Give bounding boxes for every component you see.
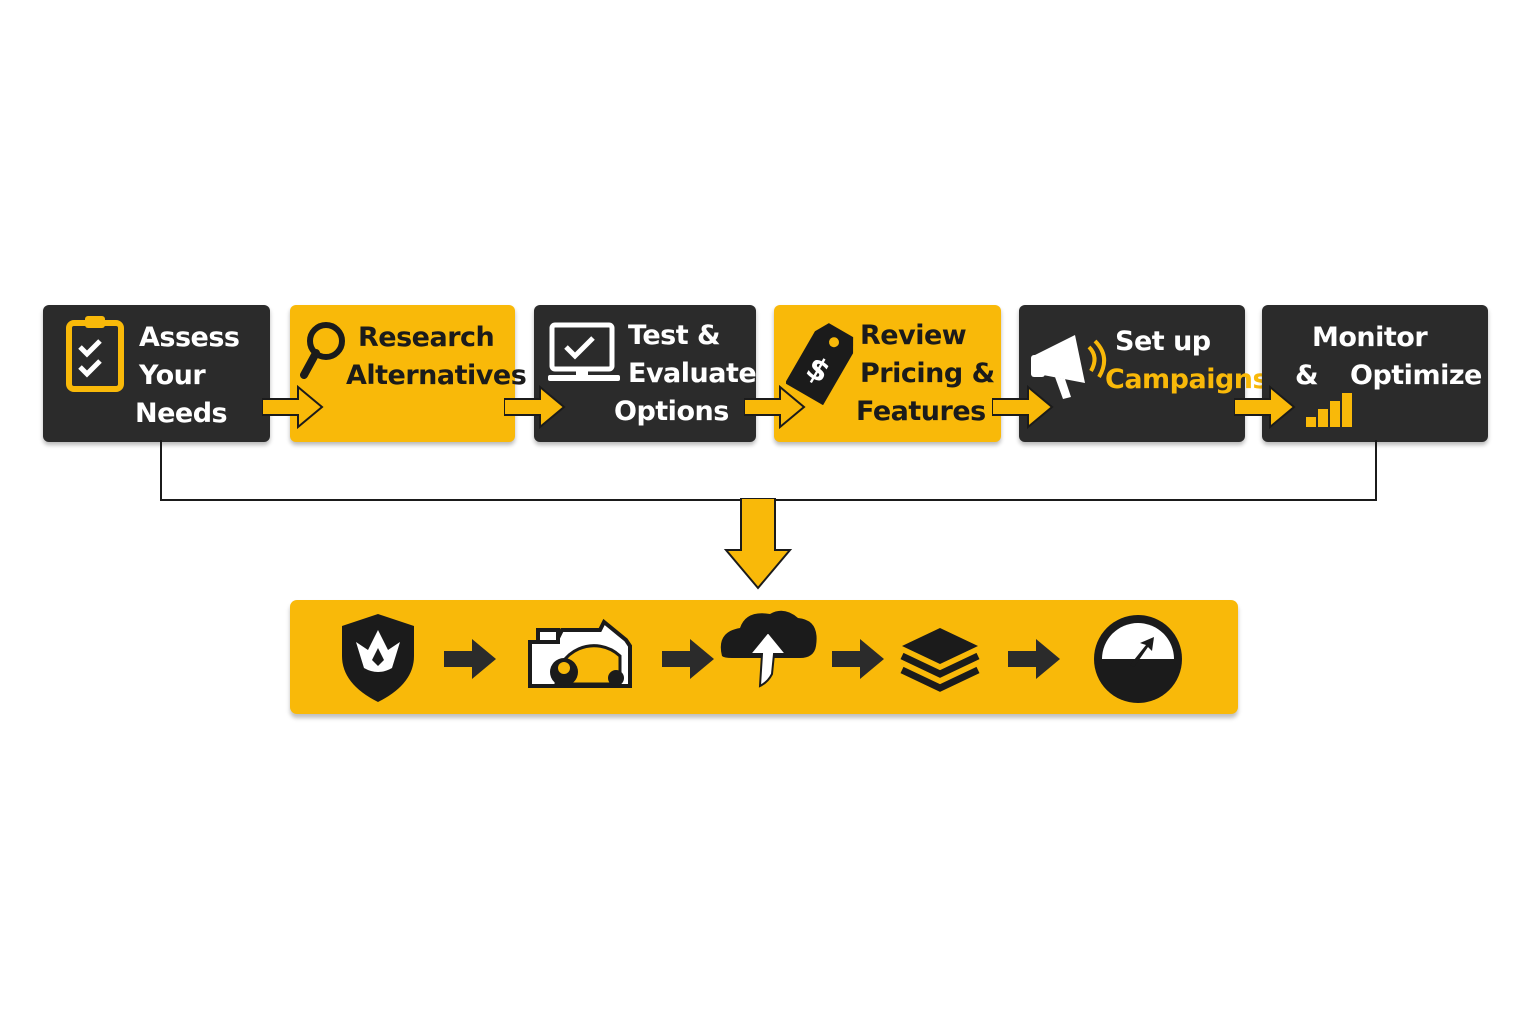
step-label-line: Monitor [1312, 322, 1428, 353]
sequence-arrow [1008, 639, 1060, 679]
step-label: Monitor [1312, 319, 1428, 357]
step-label-line: Your [139, 360, 206, 391]
step-label: Test & Evaluate Options [614, 317, 757, 431]
step-review-pricing-features: $ Review Pricing & Features [774, 305, 1001, 442]
flow-arrow [744, 385, 806, 429]
flow-arrow [1234, 385, 1296, 429]
step-label: & [1295, 357, 1319, 395]
cloud-upload-icon [720, 610, 817, 688]
step-label-line: Needs [135, 398, 228, 429]
layers-icon [900, 628, 980, 692]
step-label-line: Alternatives [346, 360, 527, 391]
step-research-alternatives: Research Alternatives [290, 305, 527, 442]
step-label-line: Research [358, 322, 495, 353]
step-label-line: Assess [139, 322, 240, 353]
step-label-line: & [1295, 360, 1319, 391]
step-set-up-campaigns: Set up Campaigns [1019, 305, 1269, 442]
step-label-line: Optimize [1350, 360, 1482, 391]
step-label-line: Test & [628, 320, 721, 351]
sequence-arrow [662, 639, 714, 679]
step-label-line: Options [614, 396, 729, 427]
monitor-check-icon [548, 322, 620, 381]
step-assess-your-needs: Assess Your Needs [43, 305, 270, 442]
step-label-line: Review [860, 320, 967, 351]
flow-arrow [262, 385, 324, 429]
step-label: Set up Campaigns [1105, 323, 1269, 399]
bar-chart-icon [1306, 393, 1352, 427]
sequence-arrow [444, 639, 496, 679]
step-label: Assess Your Needs [135, 319, 240, 433]
step-label-line: Pricing & [860, 358, 995, 389]
step-test-evaluate-options: Test & Evaluate Options [534, 305, 757, 442]
magnifier-icon [300, 322, 345, 379]
price-tag-icon: $ [786, 323, 854, 405]
step-label: Review Pricing & Features [856, 317, 995, 431]
step-label-line: Campaigns [1105, 364, 1269, 395]
camera-gauge-icon [528, 618, 632, 688]
megaphone-icon [1031, 335, 1107, 399]
flow-arrow [992, 385, 1054, 429]
down-arrow [723, 498, 793, 590]
flow-arrow [504, 385, 566, 429]
shield-icon [342, 614, 414, 702]
bracket-connector [160, 440, 1377, 501]
step-label-line: Evaluate [628, 358, 757, 389]
step-monitor-optimize: Monitor & Optimize [1262, 305, 1488, 442]
step-label-line: Set up [1115, 326, 1211, 357]
icon-sequence-bar [290, 600, 1238, 714]
clipboard-check-icon [66, 316, 124, 392]
step-label: Research Alternatives [346, 319, 527, 395]
step-label-line: Features [856, 396, 986, 427]
sequence-arrow [832, 639, 884, 679]
step-label: Optimize [1350, 357, 1482, 395]
speed-gauge-icon [1094, 615, 1182, 703]
